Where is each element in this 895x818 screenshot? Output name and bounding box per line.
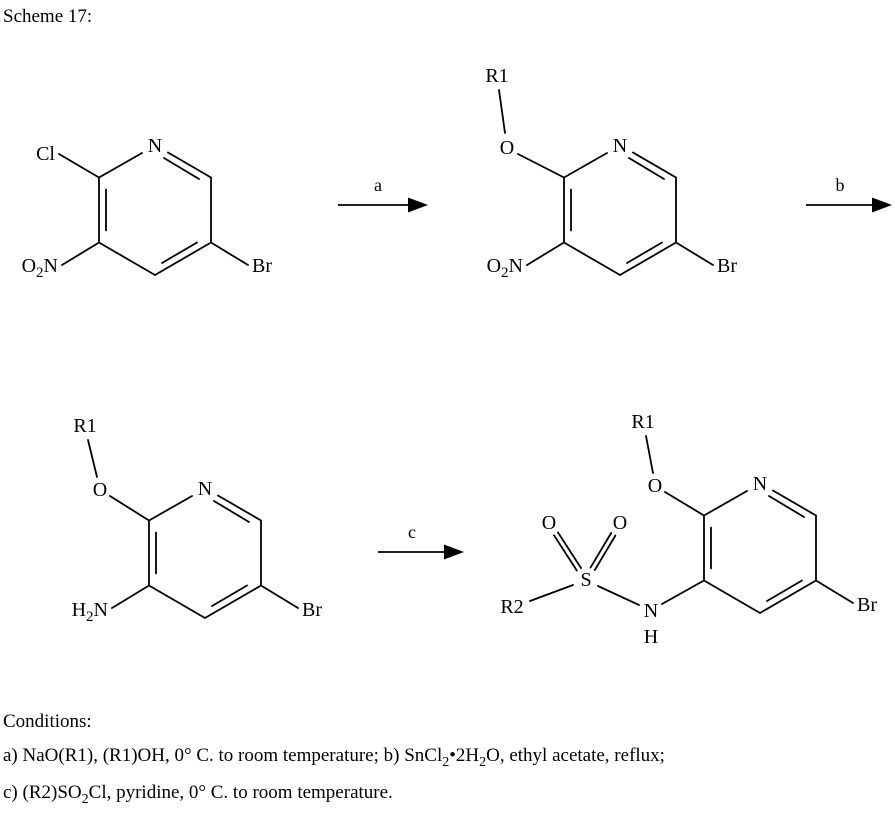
m4-amide-h-label: H: [644, 626, 658, 648]
m4-amide-n-label: N: [644, 600, 658, 622]
m1-ring-n-label: N: [148, 135, 162, 157]
reaction-arrow-a: a: [338, 175, 428, 213]
cond-ab-part3: O, ethyl acetate, reflux;: [486, 744, 665, 766]
molecule-ether-nitro-bromopyridine: N O R1 O2N Br: [485, 65, 737, 281]
m1-br-label: Br: [252, 255, 272, 277]
m4-o-left-label: O: [542, 512, 556, 534]
m4-r2-label: R2: [500, 596, 523, 618]
m2-no2-o: O: [487, 255, 501, 277]
m4-o-label: O: [648, 475, 662, 497]
m3-o-label: O: [93, 479, 107, 501]
cond-ab-sub1: 2: [442, 754, 450, 770]
m1-bonds: [58, 151, 249, 276]
m2-br-label: Br: [717, 255, 737, 277]
m3-nh2-label: H2N: [72, 599, 108, 625]
m1-no2-o: O: [22, 255, 36, 277]
m1-cl-label: Cl: [36, 143, 55, 165]
cond-ab-part1: a) NaO(R1), (R1)OH, 0° C. to room temper…: [3, 744, 443, 766]
m4-o-right-label: O: [613, 512, 627, 534]
reaction-arrow-c: c: [378, 522, 464, 560]
arrow-b-label: b: [836, 175, 845, 195]
m1-no2-n: N: [44, 255, 58, 277]
cond-ab-part2: •2H: [449, 744, 480, 766]
m3-r1-label: R1: [73, 415, 96, 437]
m3-ring-n-label: N: [198, 478, 212, 500]
m4-br-label: Br: [857, 594, 877, 616]
arrow-b-head: [872, 197, 892, 213]
m2-no2-subscript: 2: [501, 265, 509, 281]
m4-s-label: S: [580, 569, 591, 591]
m2-ring-n-label: N: [613, 135, 627, 157]
arrow-a-head: [408, 197, 428, 213]
m2-bonds: [498, 89, 714, 276]
molecule-amino-ether-bromopyridine: N O R1 H2N Br: [72, 415, 323, 625]
conditions-heading: Conditions:: [3, 711, 92, 732]
m3-br-label: Br: [302, 599, 322, 621]
arrow-c-label: c: [408, 522, 416, 542]
conditions-line-ab: a) NaO(R1), (R1)OH, 0° C. to room temper…: [3, 739, 665, 776]
molecule-chloro-nitro-bromopyridine: N Cl O2N Br: [22, 135, 273, 281]
m3-nh2-h: H: [72, 599, 86, 621]
conditions-block: Conditions: a) NaO(R1), (R1)OH, 0° C. to…: [3, 705, 665, 812]
m4-sulfonyl-double-bonds: [553, 531, 617, 572]
conditions-line-c: c) (R2)SO2Cl, pyridine, 0° C. to room te…: [3, 776, 665, 813]
cond-c-sub1: 2: [81, 791, 89, 807]
cond-ab-sub2: 2: [479, 754, 487, 770]
molecule-sulfonamide-product: N O R1 Br S O O R2 N H: [500, 411, 877, 648]
m1-no2-subscript: 2: [36, 265, 44, 281]
reaction-arrow-b: b: [806, 175, 892, 213]
m1-no2-label: O2N: [22, 255, 58, 281]
m3-nh2-n: N: [94, 599, 108, 621]
m4-ring-n-label: N: [753, 473, 767, 495]
m4-bonds: [529, 435, 854, 614]
arrow-c-head: [444, 544, 464, 560]
m2-r1-label: R1: [485, 65, 508, 87]
scheme-title: Scheme 17:: [3, 6, 93, 27]
arrow-a-label: a: [374, 175, 382, 195]
m2-o-label: O: [500, 137, 514, 159]
m2-no2-label: O2N: [487, 255, 523, 281]
m3-bonds: [87, 439, 299, 619]
m3-nh2-subscript: 2: [86, 609, 94, 625]
m4-r1-label: R1: [631, 411, 654, 433]
cond-c-part2: Cl, pyridine, 0° C. to room temperature.: [88, 781, 393, 803]
m2-no2-n: N: [509, 255, 523, 277]
cond-c-part1: c) (R2)SO: [3, 781, 82, 803]
